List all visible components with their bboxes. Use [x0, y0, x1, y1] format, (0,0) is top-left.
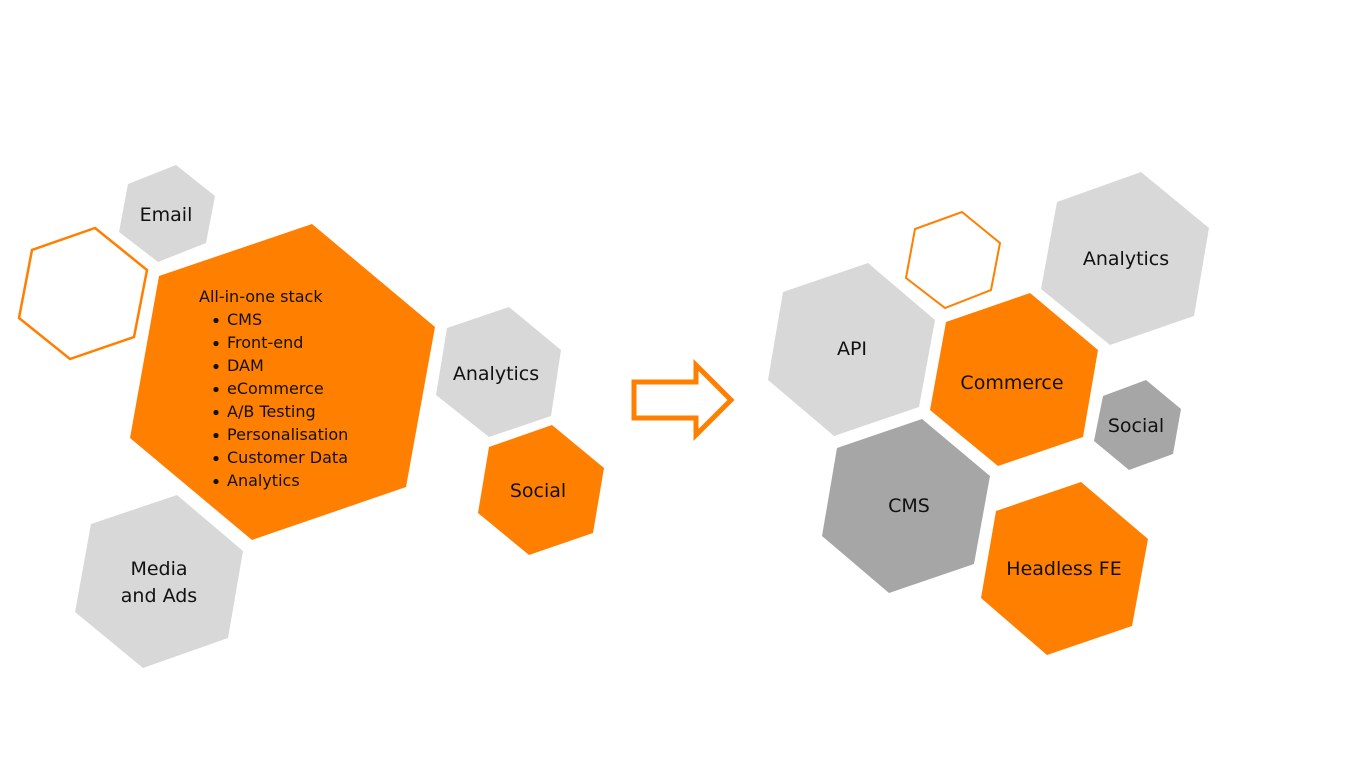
hex-analytics-left-shape [436, 307, 561, 437]
hex-outline-left [17, 226, 149, 361]
hex-social-left: Social [478, 425, 604, 555]
hex-media-ads-label-line2: and Ads [121, 585, 197, 607]
hex-social-right-shape [1094, 380, 1181, 470]
hex-email-shape [119, 165, 215, 262]
stack-item: DAM [227, 356, 264, 375]
hex-api-label: API [837, 338, 867, 360]
hex-headless-fe-shape [981, 482, 1148, 655]
stack-item: Analytics [227, 471, 300, 490]
hex-cms: CMS [822, 419, 990, 593]
hex-api: API [768, 263, 935, 436]
hex-social-right-label: Social [1108, 415, 1164, 437]
stack-item: Front-end [227, 333, 303, 352]
hex-email-label: Email [140, 204, 193, 226]
stack-item: A/B Testing [227, 402, 316, 421]
hex-cms-label: CMS [888, 495, 930, 517]
stack-item: CMS [227, 310, 262, 329]
stack-bullet [213, 432, 219, 439]
hex-media-ads: Media and Ads [75, 495, 243, 668]
hex-headless-fe-label: Headless FE [1006, 558, 1121, 580]
stack-bullet [213, 409, 219, 416]
stack-bullet [213, 455, 219, 462]
hex-media-ads-shape [75, 495, 243, 668]
stack-item: Customer Data [227, 448, 348, 467]
hex-all-in-one: All-in-one stack CMS Front-end DAM eComm… [130, 224, 435, 540]
hex-commerce: Commerce [930, 293, 1098, 466]
stack-bullet [213, 317, 219, 324]
hex-email: Email [119, 165, 215, 262]
stack-title: All-in-one stack [199, 287, 323, 306]
hex-outline-right [904, 210, 1002, 310]
hex-media-ads-label-line1: Media [130, 558, 187, 580]
stack-bullet [213, 386, 219, 393]
hex-analytics-left: Analytics [436, 307, 561, 437]
hex-social-left-shape [478, 425, 604, 555]
hex-commerce-shape [930, 293, 1098, 466]
hex-social-right: Social [1094, 380, 1181, 470]
hex-analytics-left-label: Analytics [453, 363, 539, 385]
hex-analytics-right-shape [1041, 172, 1209, 345]
hex-cms-shape [822, 419, 990, 593]
hex-analytics-right-label: Analytics [1083, 248, 1169, 270]
stack-item-list: CMS Front-end DAM eCommerce A/B Testing … [213, 310, 348, 490]
stack-bullet [213, 340, 219, 347]
stack-item: eCommerce [227, 379, 324, 398]
stack-bullet [213, 478, 219, 485]
hex-social-left-label: Social [510, 480, 566, 502]
stack-bullet [213, 363, 219, 370]
hex-headless-fe: Headless FE [981, 482, 1148, 655]
hex-api-shape [768, 263, 935, 436]
hex-analytics-right: Analytics [1041, 172, 1209, 345]
right-arrow-icon [631, 358, 735, 442]
hex-all-in-one-shape [130, 224, 435, 540]
hex-commerce-label: Commerce [960, 372, 1063, 394]
stack-item: Personalisation [227, 425, 348, 444]
